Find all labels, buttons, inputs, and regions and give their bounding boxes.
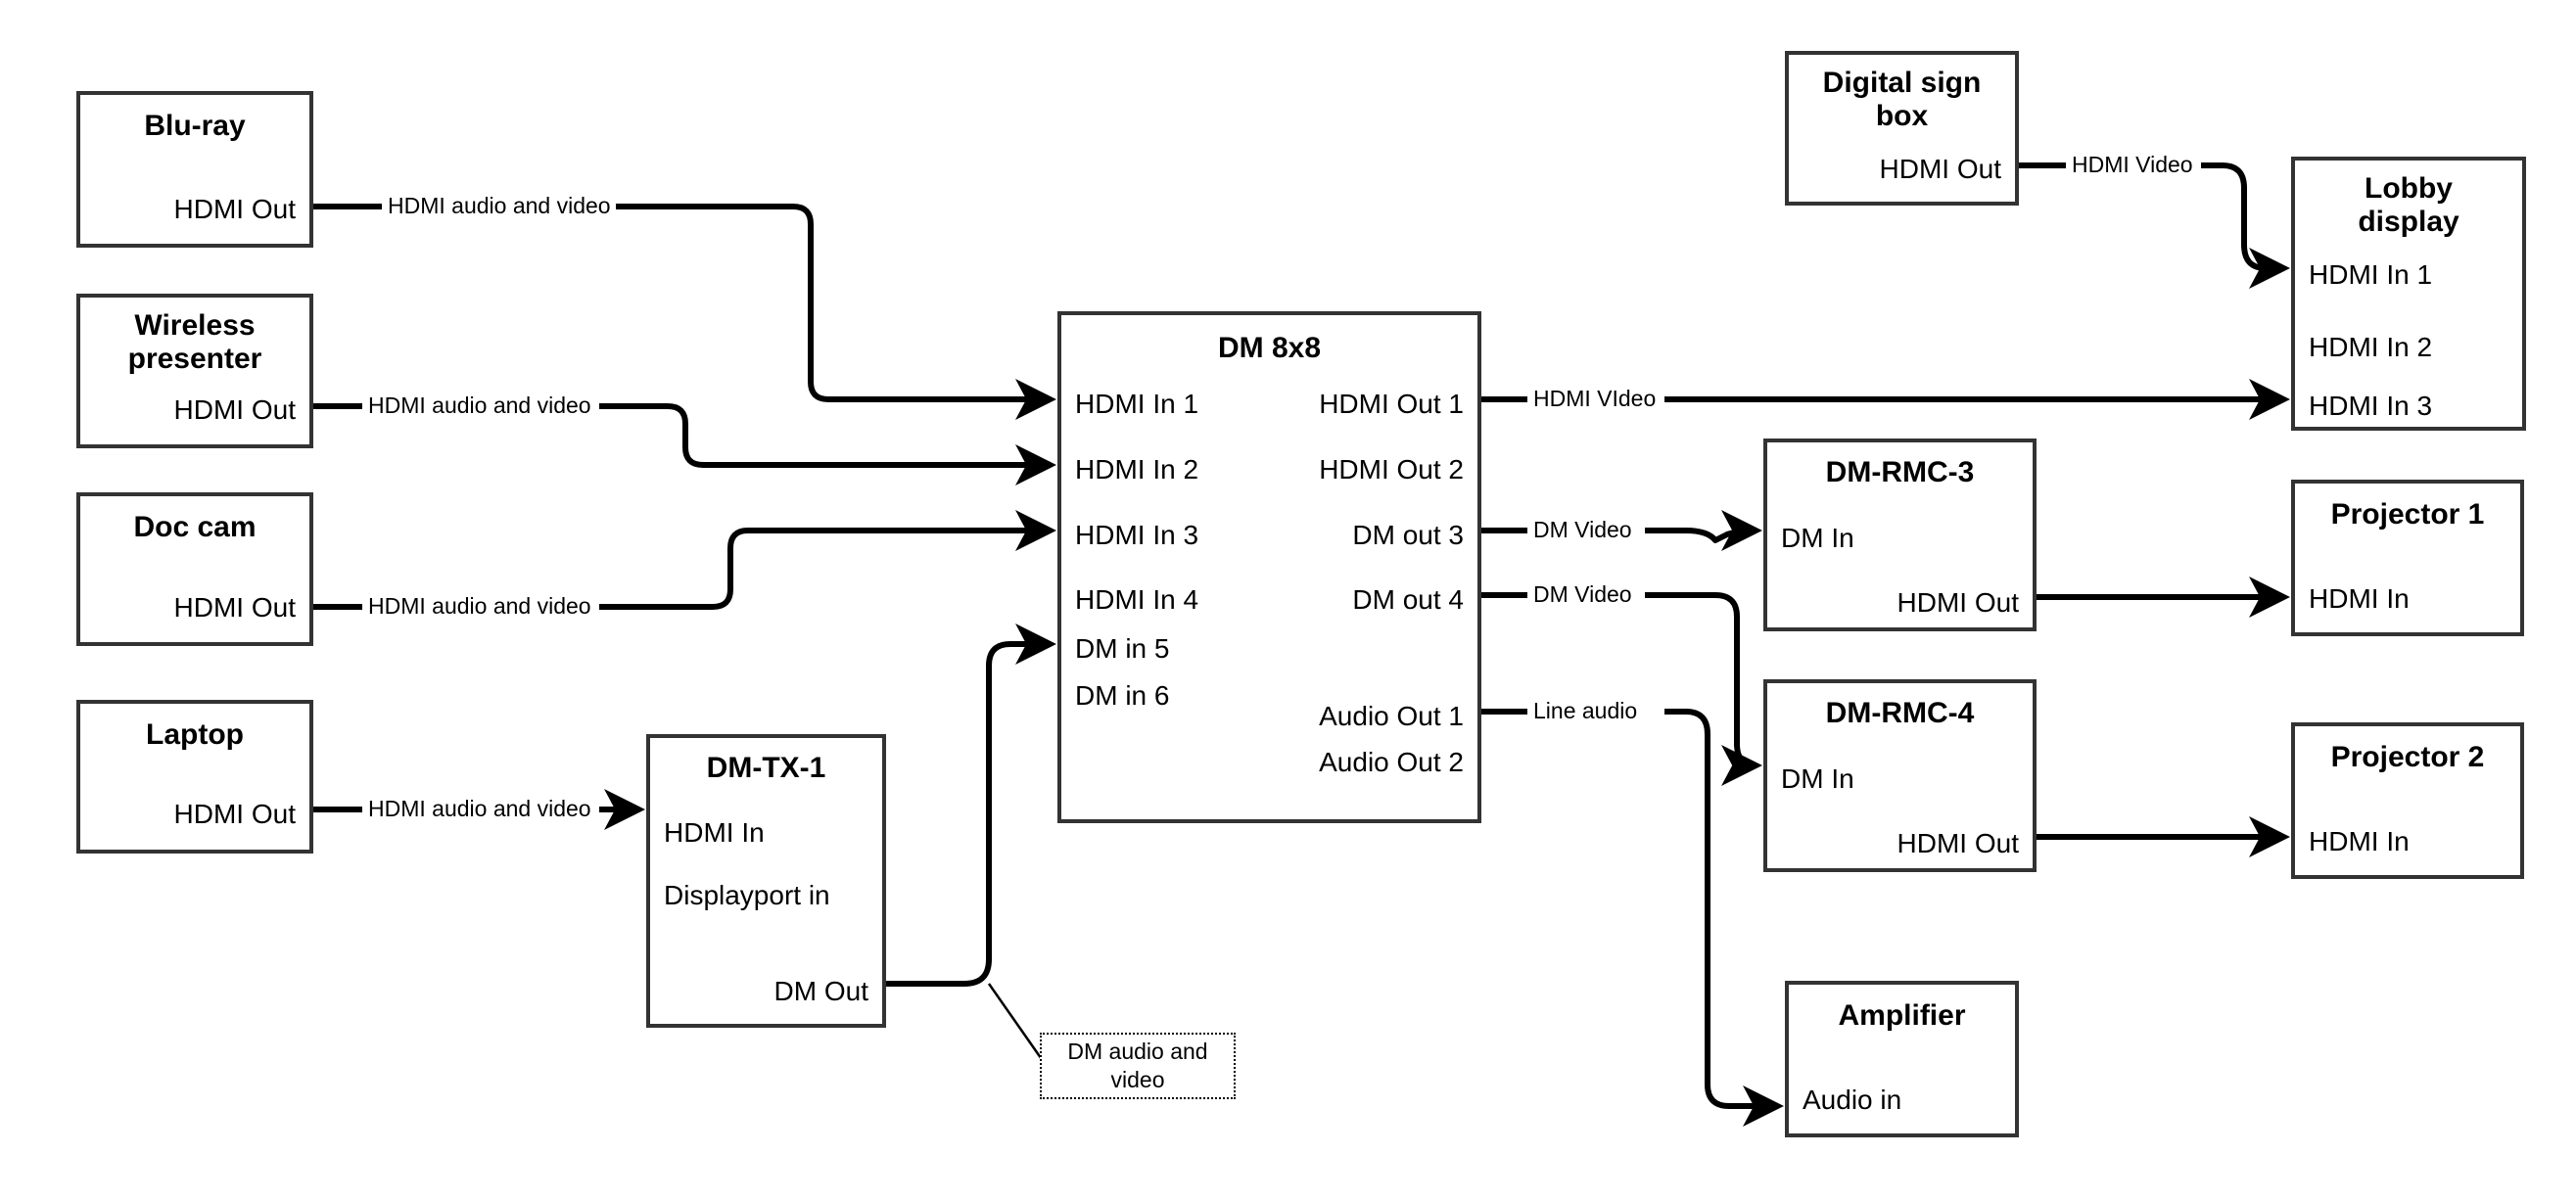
node-dm-tx-1-title: DM-TX-1 xyxy=(706,752,826,784)
node-digital-sign-box-title: Digital sign box xyxy=(1822,67,1982,132)
node-dm-8x8-output-hdmi-out-1[interactable]: HDMI Out 1 xyxy=(1319,389,1464,419)
node-wireless-presenter-port-hdmi-out[interactable]: HDMI Out xyxy=(173,394,296,425)
node-lobby-display-title: Lobby display xyxy=(2358,172,2459,238)
node-doc-cam-port-hdmi-out[interactable]: HDMI Out xyxy=(173,592,296,623)
node-lobby-display-input-hdmi-in-3[interactable]: HDMI In 3 xyxy=(2309,391,2433,421)
node-dm-8x8-input-hdmi-in-1[interactable]: HDMI In 1 xyxy=(1075,389,1199,419)
node-amplifier-port-audio-in[interactable]: Audio in xyxy=(1803,1085,1902,1115)
node-digital-sign-box-port-hdmi-out[interactable]: HDMI Out xyxy=(1879,154,2001,184)
node-doc-cam-title: Doc cam xyxy=(133,511,257,543)
node-dm-8x8-input-dm-in-5[interactable]: DM in 5 xyxy=(1075,633,1170,664)
node-dm-tx-1-port-displayport-in[interactable]: Displayport in xyxy=(664,880,830,910)
node-dm-rmc-4-port-hdmi-out[interactable]: HDMI Out xyxy=(1897,828,2019,858)
node-dm-8x8-output-hdmi-out-2[interactable]: HDMI Out 2 xyxy=(1319,454,1464,485)
node-dm-8x8-input-dm-in-6[interactable]: DM in 6 xyxy=(1075,680,1170,711)
node-lobby-display-input-hdmi-in-1[interactable]: HDMI In 1 xyxy=(2309,259,2433,290)
edge-label-dmout3-to-rmc3: DM Video xyxy=(1528,519,1637,541)
node-amplifier-title: Amplifier xyxy=(1838,999,1966,1032)
node-dm-rmc-4-title: DM-RMC-4 xyxy=(1825,697,1975,729)
node-dm-tx-1-port-dm-out[interactable]: DM Out xyxy=(773,976,868,1006)
edge-label-audioout1-to-amplifier: Line audio xyxy=(1528,700,1643,722)
node-dm-rmc-3-title: DM-RMC-3 xyxy=(1825,456,1975,488)
node-dm-rmc-3-port-hdmi-out[interactable]: HDMI Out xyxy=(1897,587,2019,618)
node-dm-8x8-output-dm-out-4[interactable]: DM out 4 xyxy=(1352,584,1464,615)
node-dm-8x8-input-hdmi-in-4[interactable]: HDMI In 4 xyxy=(1075,584,1199,615)
edge-label-signbox-to-lobby: HDMI Video xyxy=(2067,154,2198,176)
node-dm-8x8-input-hdmi-in-2[interactable]: HDMI In 2 xyxy=(1075,454,1199,485)
node-amplifier[interactable]: Amplifier Audio in xyxy=(1785,981,2019,1137)
wire-dm8x8-audioout1-to-amp-b xyxy=(1664,709,1784,1127)
node-projector-1[interactable]: Projector 1 HDMI In xyxy=(2291,480,2524,636)
node-dm-rmc-3-port-dm-in[interactable]: DM In xyxy=(1781,523,1854,553)
wire-dmtx1-to-dm8x8-in5 xyxy=(886,624,1056,987)
wire-dm8x8-out4-to-rmc4-b xyxy=(1645,592,1762,786)
node-doc-cam[interactable]: Doc cam HDMI Out xyxy=(76,492,313,646)
node-laptop-title: Laptop xyxy=(146,718,244,751)
edge-label-hdmiout1-to-lobby: HDMI VIdeo xyxy=(1528,388,1662,410)
node-lobby-display-input-hdmi-in-2[interactable]: HDMI In 2 xyxy=(2309,332,2433,362)
edge-label-bluray-to-in1: HDMI audio and video xyxy=(383,195,616,217)
node-bluray-port-hdmi-out[interactable]: HDMI Out xyxy=(173,194,296,224)
node-laptop-port-hdmi-out[interactable]: HDMI Out xyxy=(173,799,296,829)
node-dm-8x8-output-dm-out-3[interactable]: DM out 3 xyxy=(1352,520,1464,550)
node-dm-rmc-3[interactable]: DM-RMC-3 DM In HDMI Out xyxy=(1763,439,2037,631)
wire-bluray-to-dm8x8-in1-b xyxy=(615,204,1056,420)
edge-label-dmout4-to-rmc4: DM Video xyxy=(1528,583,1637,606)
node-dm-8x8-input-hdmi-in-3[interactable]: HDMI In 3 xyxy=(1075,520,1199,550)
wire-doccam-to-dm8x8-in3-b xyxy=(599,510,1056,610)
node-digital-sign-box[interactable]: Digital sign box HDMI Out xyxy=(1785,51,2019,206)
node-wireless-presenter[interactable]: Wireless presenter HDMI Out xyxy=(76,294,313,448)
node-laptop[interactable]: Laptop HDMI Out xyxy=(76,700,313,854)
wire-wireless-to-dm8x8-in2-b xyxy=(599,403,1056,485)
node-lobby-display[interactable]: Lobby display HDMI In 1 HDMI In 2 HDMI I… xyxy=(2291,157,2526,431)
node-projector-2-port-hdmi-in[interactable]: HDMI In xyxy=(2309,826,2410,856)
edge-label-doccam-to-in3: HDMI audio and video xyxy=(363,595,596,618)
edge-label-wireless-to-in2: HDMI audio and video xyxy=(363,394,596,417)
wire-dm8x8-out3-to-rmc3-b xyxy=(1645,510,1762,552)
node-bluray[interactable]: Blu-ray HDMI Out xyxy=(76,91,313,248)
node-dm-tx-1-port-hdmi-in[interactable]: HDMI In xyxy=(664,817,765,848)
node-dm-8x8[interactable]: DM 8x8 HDMI In 1 HDMI In 2 HDMI In 3 HDM… xyxy=(1057,311,1481,823)
node-projector-2[interactable]: Projector 2 HDMI In xyxy=(2291,722,2524,879)
node-dm-8x8-output-audio-out-2[interactable]: Audio Out 2 xyxy=(1319,747,1464,777)
node-wireless-presenter-title: Wireless presenter xyxy=(127,309,262,375)
edge-label-laptop-to-dmtx1: HDMI audio and video xyxy=(363,798,596,820)
node-dm-8x8-title: DM 8x8 xyxy=(1217,332,1322,364)
leader-line-dm-note xyxy=(987,983,1048,1066)
node-projector-1-title: Projector 1 xyxy=(2330,498,2485,531)
node-projector-2-title: Projector 2 xyxy=(2330,741,2485,773)
node-dm-rmc-4-port-dm-in[interactable]: DM In xyxy=(1781,763,1854,794)
node-bluray-title: Blu-ray xyxy=(144,110,246,142)
wire-signbox-to-lobby-in1-b xyxy=(2201,162,2290,289)
node-dm-8x8-output-audio-out-1[interactable]: Audio Out 1 xyxy=(1319,701,1464,731)
node-dm-rmc-4[interactable]: DM-RMC-4 DM In HDMI Out xyxy=(1763,679,2037,872)
note-dm-audio-and-video: DM audio and video xyxy=(1040,1033,1236,1099)
node-dm-tx-1[interactable]: DM-TX-1 HDMI In Displayport in DM Out xyxy=(646,734,886,1028)
node-projector-1-port-hdmi-in[interactable]: HDMI In xyxy=(2309,583,2410,614)
